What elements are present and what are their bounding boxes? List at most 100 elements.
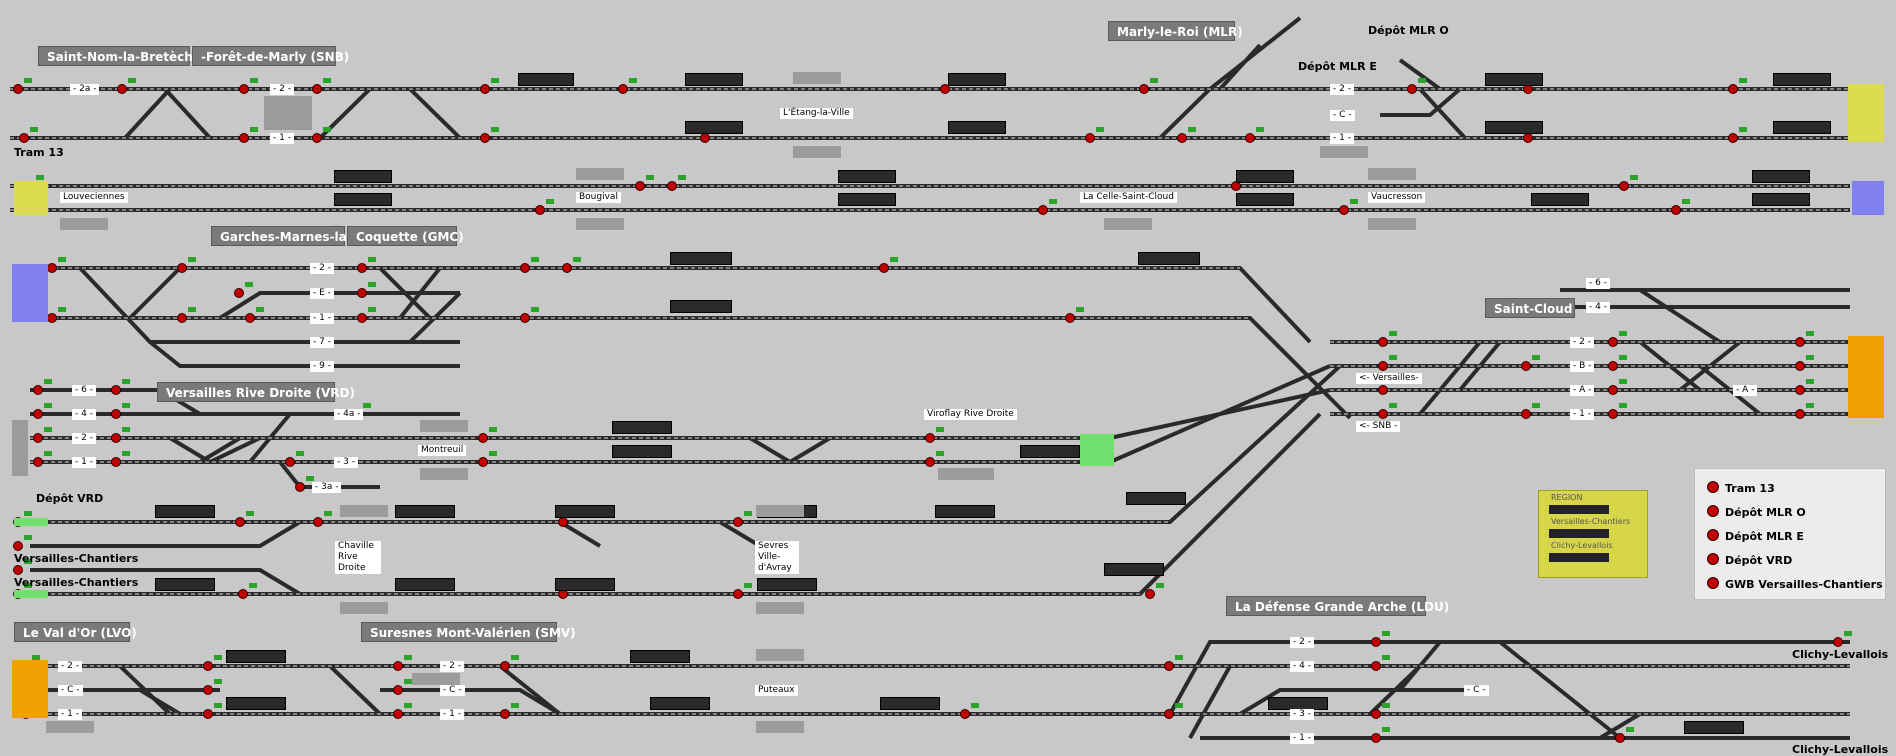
signal-icon[interactable] bbox=[13, 541, 23, 551]
signal-icon[interactable] bbox=[925, 457, 935, 467]
train-number-display[interactable] bbox=[685, 73, 743, 86]
signal-icon[interactable] bbox=[111, 457, 121, 467]
train-number-display[interactable] bbox=[1126, 492, 1186, 505]
signal-icon[interactable] bbox=[667, 181, 677, 191]
train-number-display[interactable] bbox=[155, 578, 215, 591]
signal-icon[interactable] bbox=[1795, 409, 1805, 419]
train-number-display[interactable] bbox=[555, 578, 615, 591]
signal-icon[interactable] bbox=[1728, 84, 1738, 94]
signal-icon[interactable] bbox=[733, 589, 743, 599]
endpoint-blue-right[interactable] bbox=[1852, 181, 1884, 215]
legend-item[interactable]: Dépôt MLR E bbox=[1707, 529, 1804, 543]
station-header-stc[interactable]: Saint-Cloud bbox=[1485, 298, 1575, 318]
train-number-display[interactable] bbox=[395, 578, 455, 591]
region-block[interactable] bbox=[1549, 505, 1609, 514]
train-number-display[interactable] bbox=[226, 650, 286, 663]
signal-icon[interactable] bbox=[203, 709, 213, 719]
signal-icon[interactable] bbox=[19, 133, 29, 143]
train-number-display[interactable] bbox=[650, 697, 710, 710]
signal-icon[interactable] bbox=[1085, 133, 1095, 143]
train-number-display[interactable] bbox=[1236, 193, 1294, 206]
signal-icon[interactable] bbox=[478, 457, 488, 467]
train-number-display[interactable] bbox=[757, 578, 817, 591]
signal-icon[interactable] bbox=[500, 661, 510, 671]
versailles-chantiers-label-2[interactable]: Versailles-Chantiers bbox=[14, 576, 139, 589]
station-header-snb[interactable]: Saint-Nom-la-Bretèche bbox=[38, 46, 201, 66]
signal-icon[interactable] bbox=[1795, 385, 1805, 395]
signal-icon[interactable] bbox=[357, 288, 367, 298]
train-number-display[interactable] bbox=[670, 300, 732, 313]
signal-icon[interactable] bbox=[1177, 133, 1187, 143]
signal-icon[interactable] bbox=[480, 133, 490, 143]
legend-item[interactable]: Dépôt MLR O bbox=[1707, 505, 1806, 519]
legend-item[interactable]: Dépôt VRD bbox=[1707, 553, 1792, 567]
signal-icon[interactable] bbox=[1619, 181, 1629, 191]
train-number-display[interactable] bbox=[838, 170, 896, 183]
train-number-display[interactable] bbox=[948, 121, 1006, 134]
endpoint-green-left-2[interactable] bbox=[14, 590, 48, 598]
signal-icon[interactable] bbox=[357, 263, 367, 273]
train-number-display[interactable] bbox=[935, 505, 995, 518]
signal-icon[interactable] bbox=[1795, 337, 1805, 347]
signal-icon[interactable] bbox=[111, 385, 121, 395]
signal-icon[interactable] bbox=[47, 313, 57, 323]
signal-icon[interactable] bbox=[1378, 385, 1388, 395]
signal-icon[interactable] bbox=[33, 409, 43, 419]
signal-icon[interactable] bbox=[535, 205, 545, 215]
train-number-display[interactable] bbox=[1020, 445, 1080, 458]
versailles-chantiers-label-1[interactable]: Versailles-Chantiers bbox=[14, 552, 139, 565]
signal-icon[interactable] bbox=[13, 84, 23, 94]
signal-icon[interactable] bbox=[1378, 337, 1388, 347]
train-number-display[interactable] bbox=[1485, 121, 1543, 134]
signal-icon[interactable] bbox=[1139, 84, 1149, 94]
signal-icon[interactable] bbox=[1378, 409, 1388, 419]
region-entry[interactable]: Clichy-Levallois bbox=[1551, 541, 1613, 550]
train-number-display[interactable] bbox=[334, 170, 392, 183]
train-number-display[interactable] bbox=[1138, 252, 1200, 265]
signal-icon[interactable] bbox=[1371, 661, 1381, 671]
signal-icon[interactable] bbox=[733, 517, 743, 527]
signal-icon[interactable] bbox=[635, 181, 645, 191]
signal-icon[interactable] bbox=[1371, 709, 1381, 719]
clichy-levallois-label-1[interactable]: Clichy-Levallois bbox=[1792, 648, 1889, 661]
signal-icon[interactable] bbox=[47, 263, 57, 273]
signal-icon[interactable] bbox=[480, 84, 490, 94]
signal-icon[interactable] bbox=[357, 313, 367, 323]
signal-icon[interactable] bbox=[1728, 133, 1738, 143]
signal-icon[interactable] bbox=[295, 482, 305, 492]
train-number-display[interactable] bbox=[670, 252, 732, 265]
signal-icon[interactable] bbox=[1521, 409, 1531, 419]
signal-icon[interactable] bbox=[393, 685, 403, 695]
train-number-display[interactable] bbox=[948, 73, 1006, 86]
signal-icon[interactable] bbox=[393, 661, 403, 671]
station-header-fdm[interactable]: -Forêt-de-Marly (SNB) bbox=[192, 46, 349, 66]
tram13-label[interactable]: Tram 13 bbox=[14, 146, 64, 159]
signal-icon[interactable] bbox=[1521, 361, 1531, 371]
train-number-display[interactable] bbox=[838, 193, 896, 206]
signal-icon[interactable] bbox=[111, 409, 121, 419]
signal-icon[interactable] bbox=[618, 84, 628, 94]
signal-icon[interactable] bbox=[1378, 361, 1388, 371]
signal-icon[interactable] bbox=[245, 313, 255, 323]
signal-icon[interactable] bbox=[239, 84, 249, 94]
signal-icon[interactable] bbox=[393, 709, 403, 719]
station-header-ldu[interactable]: La Défense Grande Arche (LDU) bbox=[1226, 596, 1449, 616]
signal-icon[interactable] bbox=[312, 133, 322, 143]
signal-icon[interactable] bbox=[879, 263, 889, 273]
signal-icon[interactable] bbox=[520, 313, 530, 323]
train-number-display[interactable] bbox=[395, 505, 455, 518]
train-number-display[interactable] bbox=[1485, 73, 1543, 86]
endpoint-yellow-right[interactable] bbox=[1848, 84, 1884, 142]
region-block[interactable] bbox=[1549, 553, 1609, 562]
signal-icon[interactable] bbox=[203, 661, 213, 671]
depot-mlr-o-label[interactable]: Dépôt MLR O bbox=[1368, 24, 1449, 37]
signal-icon[interactable] bbox=[285, 457, 295, 467]
signal-icon[interactable] bbox=[177, 263, 187, 273]
train-number-display[interactable] bbox=[612, 445, 672, 458]
station-header-smv[interactable]: Suresnes Mont-Valérien (SMV) bbox=[361, 622, 576, 642]
train-number-display[interactable] bbox=[1752, 193, 1810, 206]
signal-icon[interactable] bbox=[1615, 733, 1625, 743]
signal-icon[interactable] bbox=[1407, 84, 1417, 94]
signal-icon[interactable] bbox=[1523, 133, 1533, 143]
train-number-display[interactable] bbox=[1236, 170, 1294, 183]
